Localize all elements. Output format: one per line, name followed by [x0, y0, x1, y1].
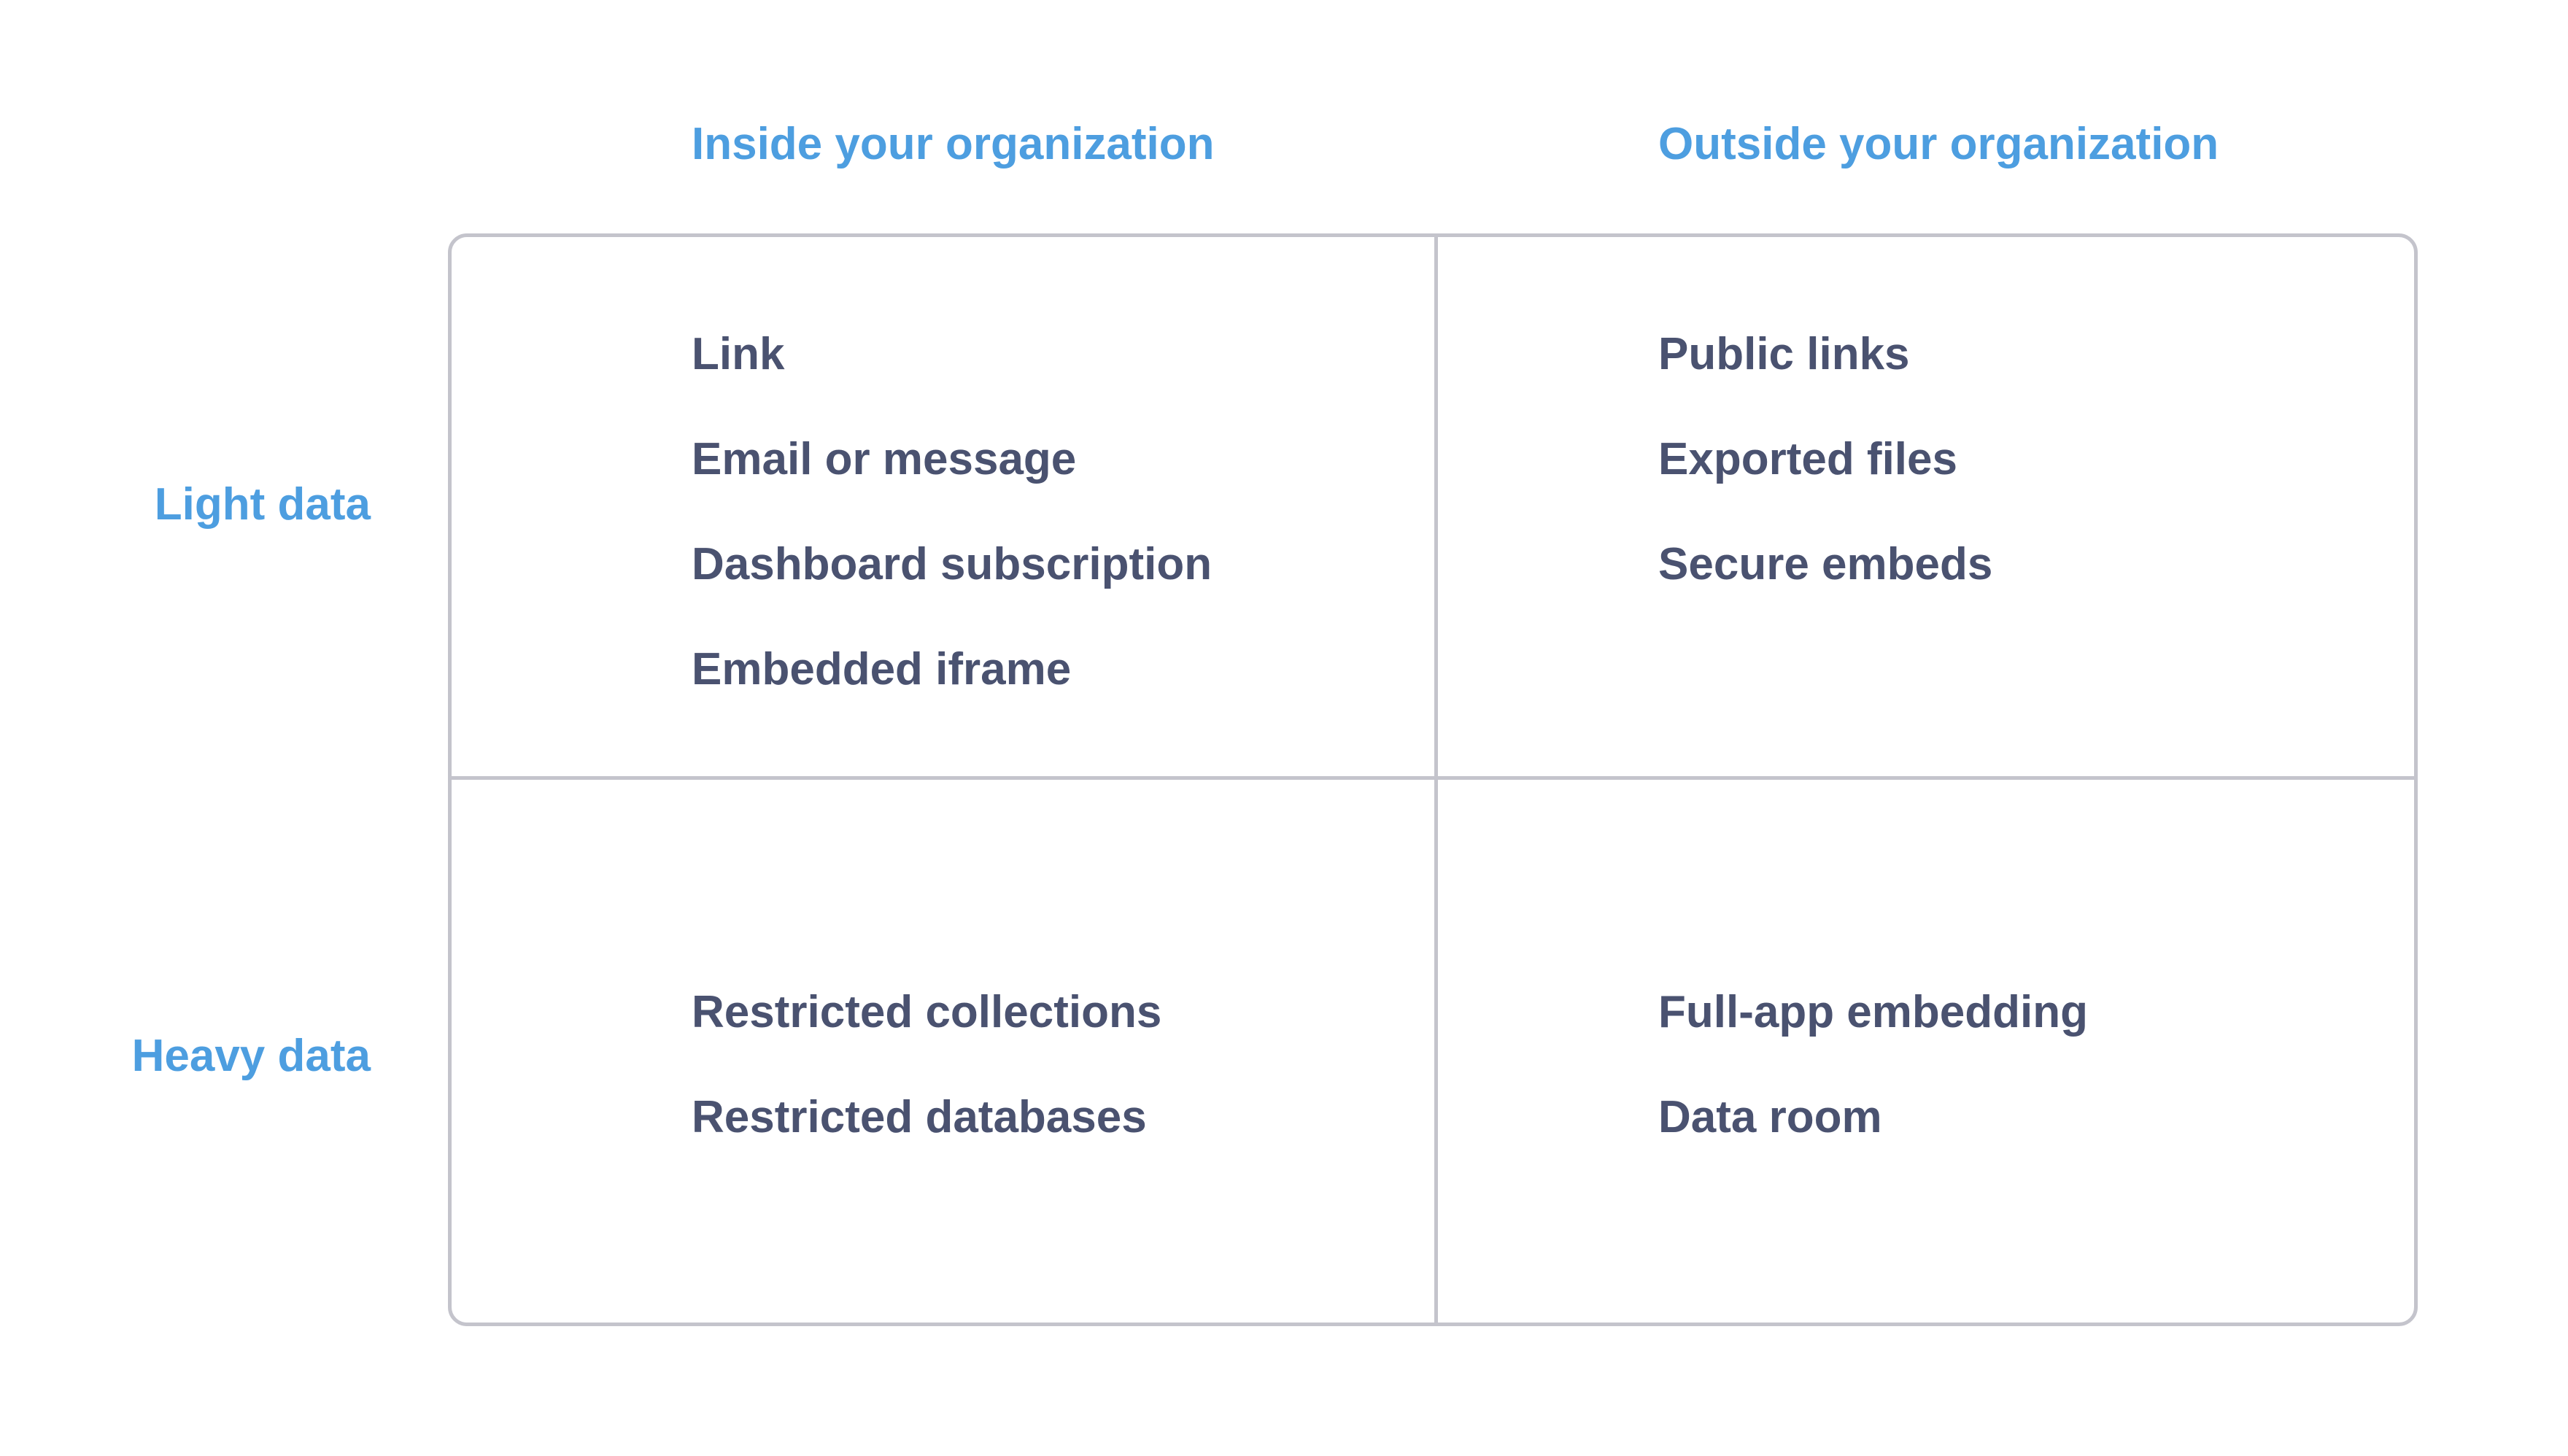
list-item: Public links	[1658, 329, 1910, 379]
list-item: Secure embeds	[1658, 539, 1993, 589]
list-item: Embedded iframe	[692, 644, 1072, 694]
list-item: Email or message	[692, 434, 1077, 484]
list-item: Full-app embedding	[1658, 987, 2088, 1037]
row-header-light-data: Light data	[154, 479, 371, 530]
cell-outside-heavy: Full-app embedding Data room	[1658, 983, 2088, 1193]
cell-outside-light: Public links Exported files Secure embed…	[1658, 325, 1992, 640]
column-header-outside: Outside your organization	[1658, 119, 2219, 169]
matrix-horizontal-divider	[448, 776, 2418, 780]
cell-inside-heavy: Restricted collections Restricted databa…	[692, 983, 1161, 1193]
cell-inside-light: Link Email or message Dashboard subscrip…	[692, 325, 1212, 746]
row-header-heavy-data: Heavy data	[131, 1031, 371, 1081]
list-item: Restricted collections	[692, 987, 1162, 1037]
list-item: Exported files	[1658, 434, 1957, 484]
list-item: Dashboard subscription	[692, 539, 1213, 589]
list-item: Link	[692, 329, 785, 379]
column-header-inside: Inside your organization	[692, 119, 1215, 169]
matrix-vertical-divider	[1434, 233, 1438, 1326]
matrix-frame	[448, 233, 2418, 1326]
list-item: Data room	[1658, 1092, 1882, 1142]
list-item: Restricted databases	[692, 1092, 1147, 1142]
